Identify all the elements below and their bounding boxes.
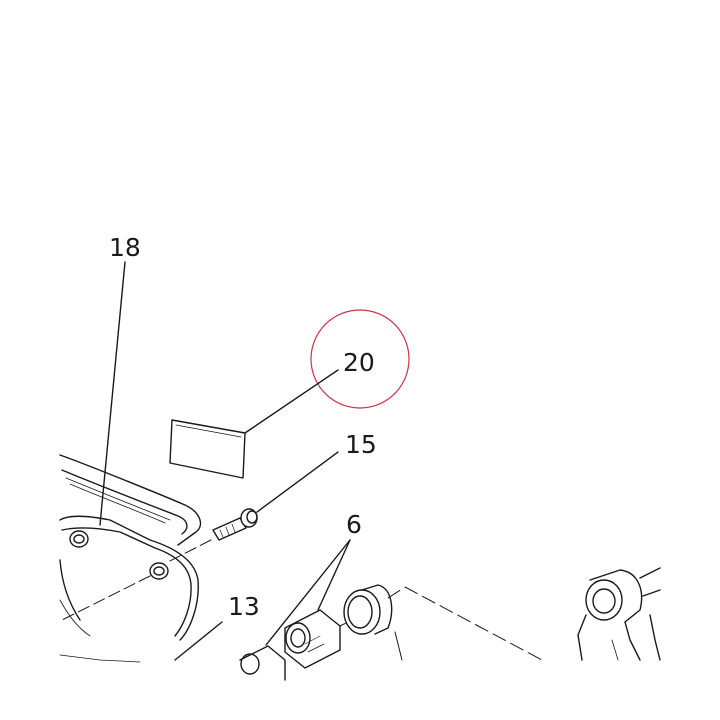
callout-13: 13	[228, 592, 260, 621]
callout-15: 15	[345, 430, 377, 459]
leader-6a	[317, 539, 351, 611]
part-18-cover	[59, 454, 202, 663]
leader-20	[244, 369, 339, 434]
callout-18: 18	[109, 233, 141, 262]
washer-ring	[343, 584, 403, 661]
callout-20: 20	[343, 348, 375, 377]
assembly-axis-15	[167, 539, 212, 563]
part-15-screw	[212, 508, 258, 541]
leader-13	[174, 621, 223, 661]
swingarm-bracket	[577, 567, 661, 661]
leader-6b	[265, 539, 351, 646]
leader-15	[256, 451, 339, 513]
part-20-label-plate	[169, 419, 246, 479]
leader-18	[99, 261, 126, 526]
highlight-circle	[310, 309, 410, 409]
assembly-centerline	[387, 586, 543, 661]
part-6-bushings	[239, 609, 341, 681]
callout-6: 6	[346, 510, 362, 539]
